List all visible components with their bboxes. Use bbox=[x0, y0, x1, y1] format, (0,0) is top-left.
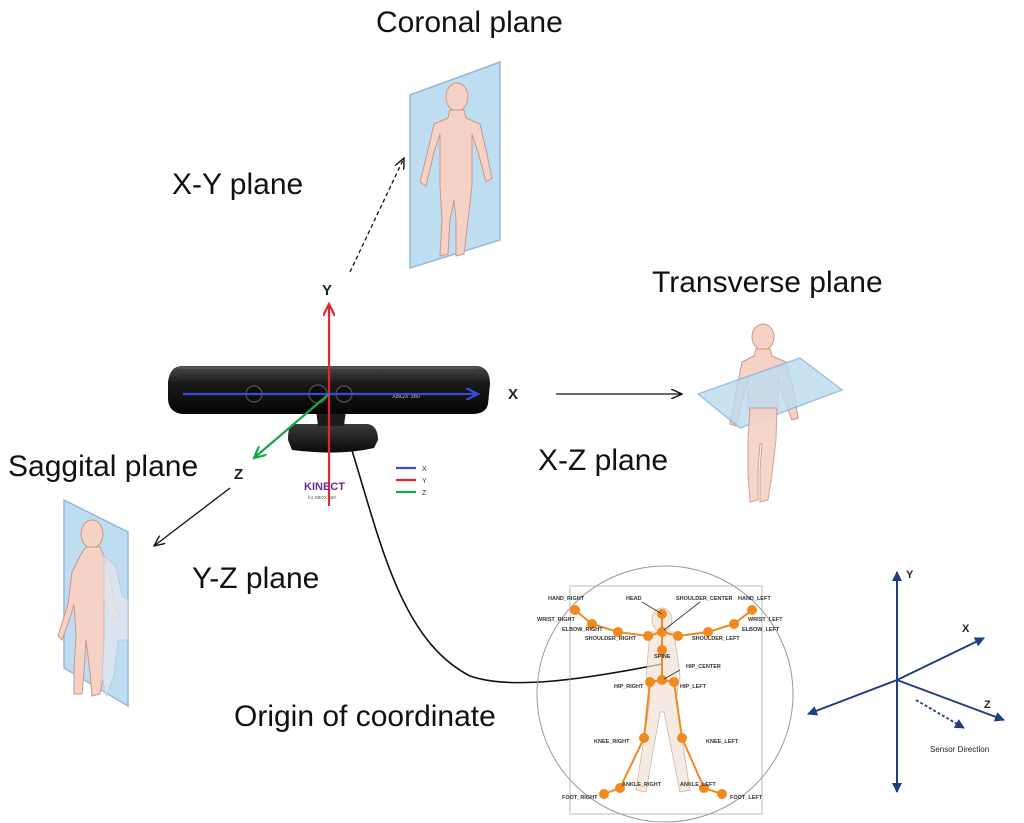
transverse-plane-figure bbox=[696, 323, 844, 503]
saggital-body-shadow bbox=[101, 555, 129, 698]
joint-hip-left: HIP_LEFT bbox=[680, 684, 707, 690]
xy-plane-arrow bbox=[349, 158, 404, 273]
joint-hip-center: HIP_CENTER bbox=[686, 664, 721, 670]
yz-plane-label: Y-Z plane bbox=[192, 562, 320, 595]
joint-hip-right: HIP_RIGHT bbox=[614, 684, 644, 690]
sensor-y-label: Y bbox=[906, 569, 914, 581]
kinect-x-label: X bbox=[508, 386, 519, 403]
joint-knee-left: KNEE_LEFT bbox=[706, 739, 739, 745]
transverse-body-lower bbox=[747, 407, 778, 503]
saggital-plane-figure bbox=[57, 498, 129, 708]
coronal-plane-figure bbox=[409, 60, 501, 270]
vitruvian-circle bbox=[536, 565, 794, 823]
sensor-direction-arrow bbox=[915, 699, 965, 729]
kinect-device-text: XBOX 360 bbox=[392, 394, 421, 400]
kinect-y-label: Y bbox=[322, 282, 333, 299]
kinect-legend: X Y Z bbox=[396, 466, 427, 497]
joint-foot-right: FOOT_RIGHT bbox=[562, 795, 598, 801]
skeleton-joints bbox=[570, 605, 757, 799]
joint-wrist-right: WRIST_RIGHT bbox=[537, 617, 576, 623]
joint-head: HEAD bbox=[626, 596, 642, 602]
sensor-direction-label: Sensor Direction bbox=[930, 745, 989, 754]
transverse-plane bbox=[696, 357, 844, 429]
kinect-logo-text: KINECT bbox=[304, 481, 345, 493]
joint-shoulder-right: SHOULDER_RIGHT bbox=[585, 636, 637, 642]
origin-connector bbox=[349, 443, 663, 684]
coronal-body bbox=[419, 82, 493, 257]
sensor-x-label: X bbox=[962, 623, 970, 635]
joint-shoulder-center: SHOULDER_CENTER bbox=[676, 596, 733, 602]
xz-plane-label: X-Z plane bbox=[538, 444, 669, 477]
vitruvian-square bbox=[569, 585, 763, 815]
sensor-z-label: Z bbox=[984, 699, 991, 711]
joint-hand-left: HAND_LEFT bbox=[738, 596, 771, 602]
joint-knee-right: KNEE_RIGHT bbox=[594, 739, 630, 745]
joint-elbow-left: ELBOW_LEFT bbox=[742, 627, 780, 633]
xy-plane-label: X-Y plane bbox=[172, 168, 304, 201]
skeleton-figure: HAND_RIGHT HEAD SHOULDER_CENTER HAND_LEF… bbox=[536, 565, 794, 823]
legend-y-label: Y bbox=[422, 478, 427, 485]
sensor-axes: Y X Z Sensor Direction bbox=[807, 569, 1005, 793]
joint-hand-right: HAND_RIGHT bbox=[548, 596, 585, 602]
coronal-plane-label: Coronal plane bbox=[376, 6, 563, 39]
sensor-x-axis bbox=[896, 637, 985, 681]
legend-z-label: Z bbox=[422, 490, 427, 497]
skeleton-bones bbox=[574, 609, 753, 795]
kinect-logo-sub: for XBOX 360. bbox=[308, 495, 337, 500]
kinect-logo: KINECT for XBOX 360. bbox=[304, 481, 345, 500]
kinect-z-label: Z bbox=[234, 466, 244, 483]
joint-spine: SPINE bbox=[654, 654, 671, 660]
joint-foot-left: FOOT_LEFT bbox=[730, 795, 763, 801]
transverse-plane-label: Transverse plane bbox=[652, 266, 883, 299]
sensor-x-axis-neg bbox=[807, 679, 898, 716]
kinect-z-axis bbox=[254, 393, 330, 458]
joint-elbow-right: ELBOW_RIGHT bbox=[562, 627, 603, 633]
sensor-z-axis bbox=[896, 679, 1005, 722]
joint-ankle-right: ANKLE_RIGHT bbox=[622, 782, 662, 788]
origin-of-coordinate-label: Origin of coordinate bbox=[234, 700, 496, 733]
joint-shoulder-left: SHOULDER_LEFT bbox=[692, 636, 740, 642]
saggital-plane-label: Saggital plane bbox=[8, 450, 199, 483]
kinect-base bbox=[288, 424, 378, 453]
joint-wrist-left: WRIST_LEFT bbox=[748, 617, 783, 623]
label-leaders bbox=[641, 601, 701, 680]
yz-plane-arrow bbox=[154, 487, 231, 546]
legend-x-label: X bbox=[422, 466, 427, 473]
joint-ankle-left: ANKLE_LEFT bbox=[680, 782, 716, 788]
